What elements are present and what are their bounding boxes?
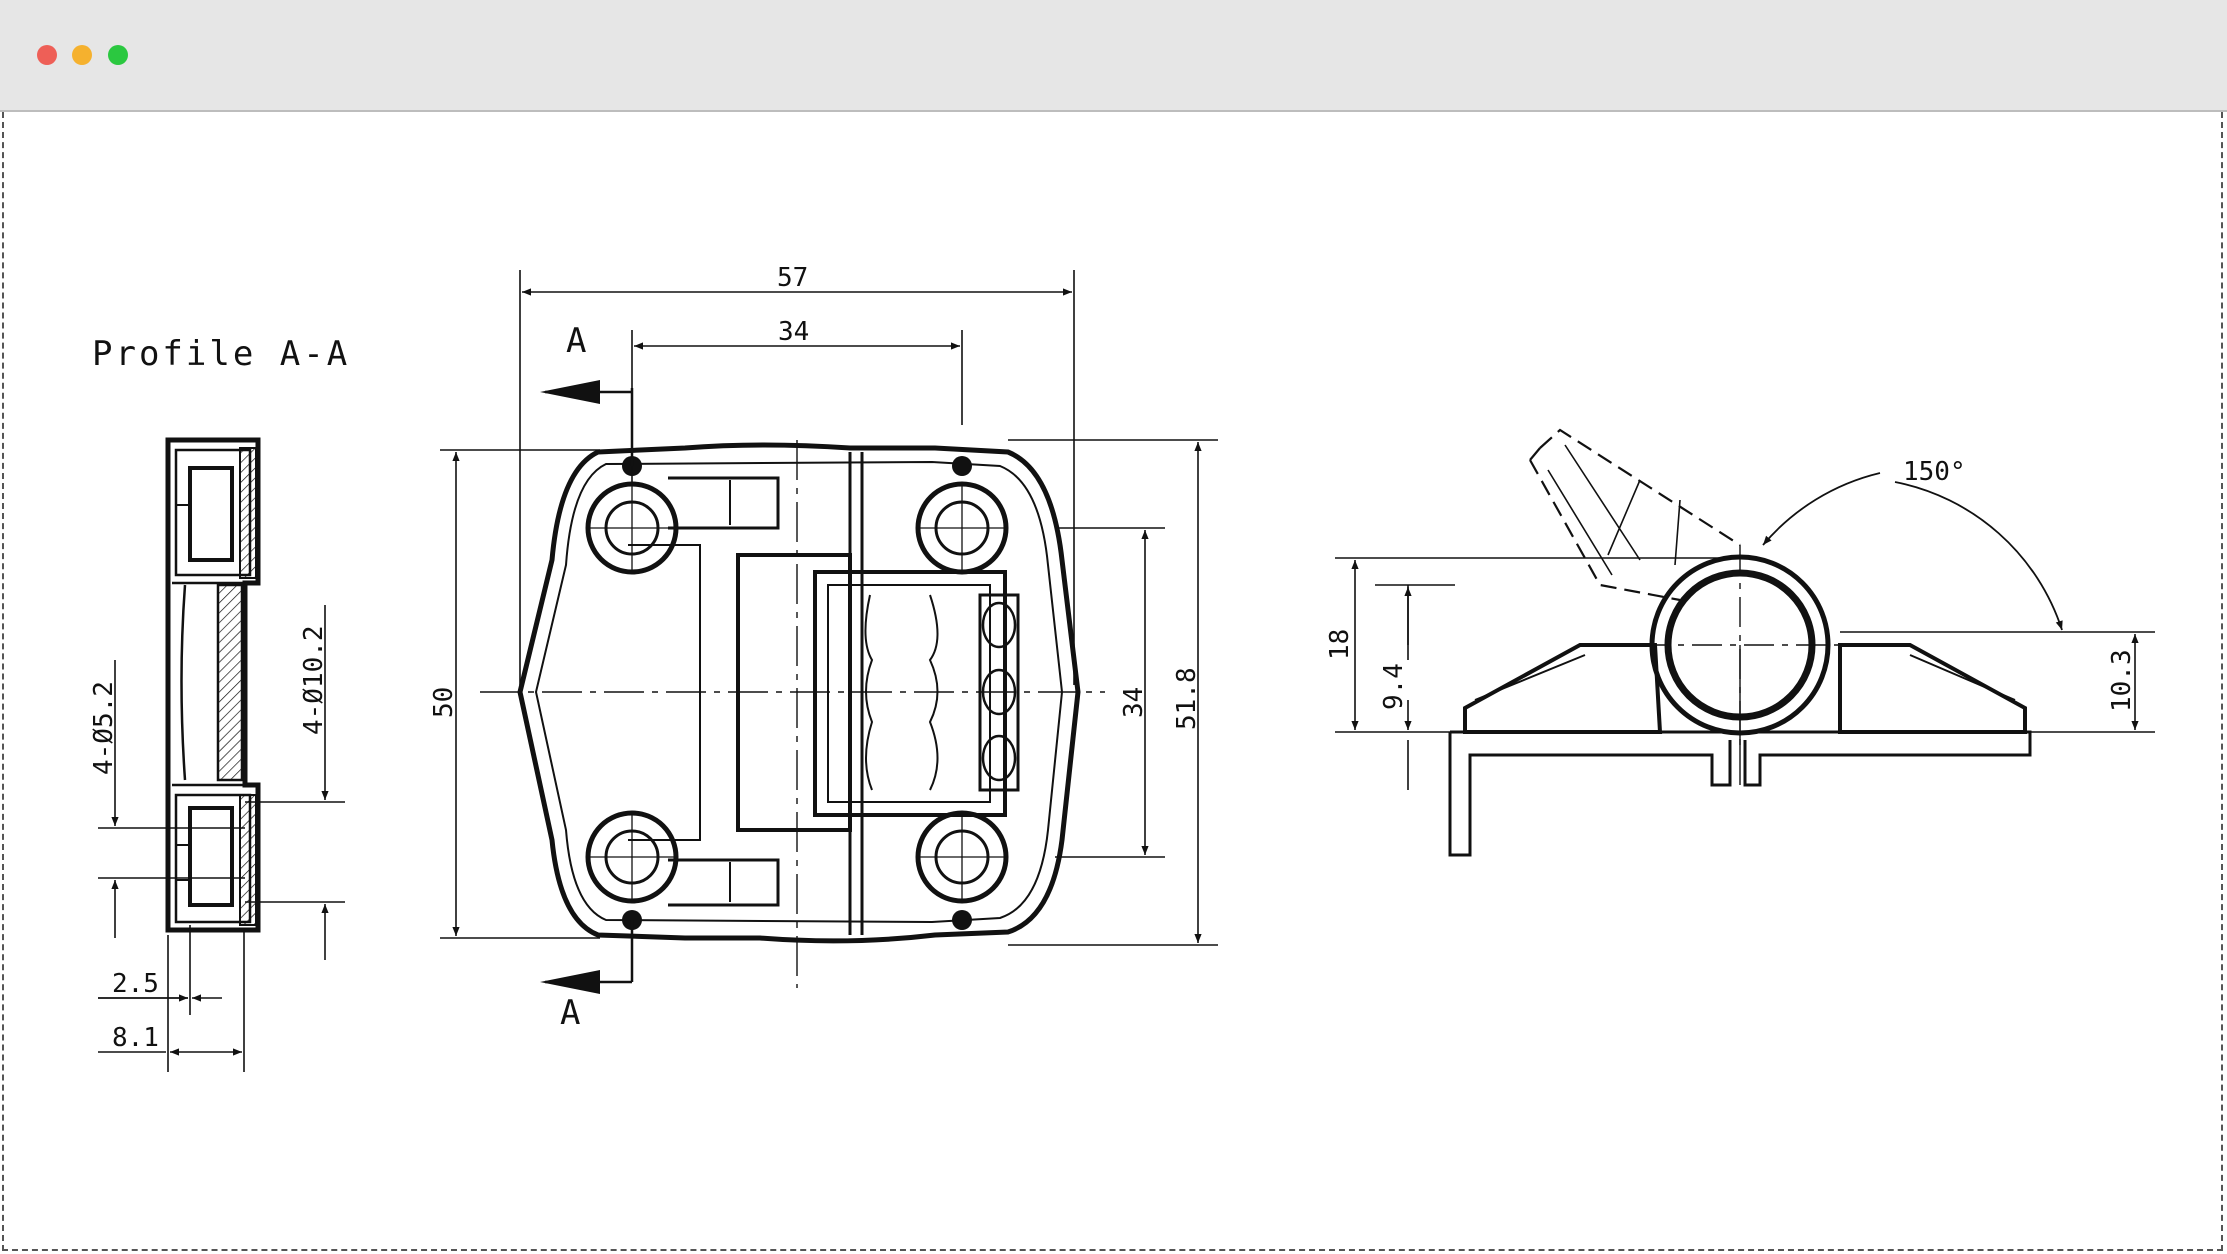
dim-hole-large: 4-Ø10.2 [299,625,329,735]
dim-vert-spacing-34: 34 [1119,687,1149,718]
maximize-window-button[interactable] [108,45,128,65]
front-view [440,270,1218,994]
minimize-window-button[interactable] [72,45,92,65]
profile-section-view: Profile A-A [92,334,350,1072]
dim-side-18: 18 [1325,629,1355,660]
dim-height-50: 50 [429,687,459,718]
dim-side-9-4: 9.4 [1379,663,1409,710]
dim-width-57: 57 [777,263,808,293]
side-view [1335,428,2155,857]
dim-height-51-8: 51.8 [1172,667,1202,730]
dim-side-10-3: 10.3 [2107,649,2137,712]
drawing-canvas [2,112,2223,1251]
dim-thickness-8-1: 8.1 [112,1023,159,1053]
dim-hole-spacing-34: 34 [778,317,809,347]
window-titlebar [0,0,2227,112]
section-label-bottom: A [560,993,583,1033]
section-label-top: A [566,321,589,361]
dim-hole-small: 4-Ø5.2 [89,681,119,775]
dim-thickness-2-5: 2.5 [112,969,159,999]
close-window-button[interactable] [37,45,57,65]
dim-angle-150: 150° [1903,457,1966,487]
profile-title: Profile A-A [92,334,350,374]
